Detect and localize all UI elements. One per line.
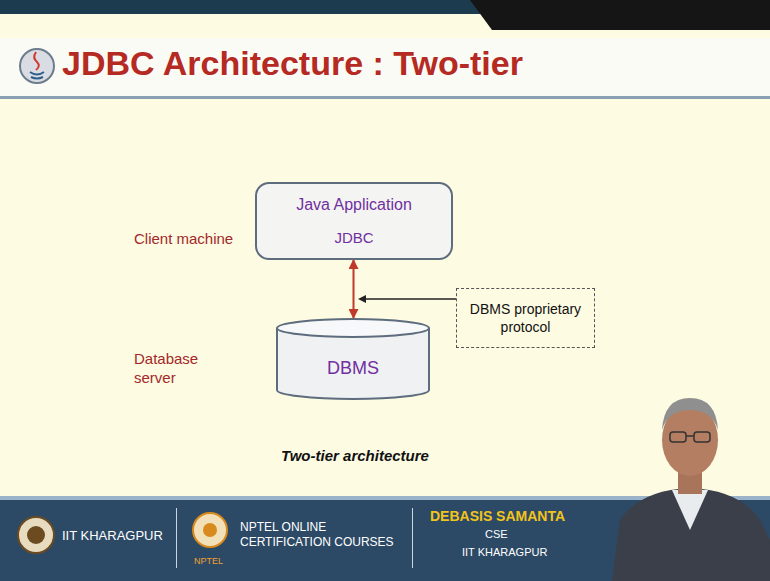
- department: CSE: [485, 528, 508, 540]
- speaker-name: DEBASIS SAMANTA: [430, 508, 565, 524]
- institute-name: IIT KHARAGPUR: [62, 528, 163, 543]
- node-text: DBMS: [327, 358, 379, 379]
- node-text: DBMS proprietary protocol: [467, 300, 584, 336]
- protocol-callout: DBMS proprietary protocol: [456, 288, 595, 348]
- logo-caption: NPTEL: [194, 556, 223, 566]
- tier-label: Client machine: [134, 230, 244, 247]
- slide-title: JDBC Architecture : Two-tier: [62, 44, 523, 83]
- node-text: Java Application: [296, 196, 412, 214]
- course-name: NPTEL ONLINE CERTIFICATION COURSES: [240, 520, 400, 550]
- tier-label: Database server: [134, 350, 214, 388]
- figure-caption: Two-tier architecture: [205, 447, 505, 464]
- database-cylinder: DBMS: [276, 318, 430, 400]
- institute-name: IIT KHARAGPUR: [462, 546, 547, 558]
- node-text: JDBC: [334, 229, 373, 246]
- connector-arrow: [353, 260, 355, 318]
- presenter-figure: [612, 398, 770, 581]
- application-box: Java ApplicationJDBC: [255, 182, 453, 260]
